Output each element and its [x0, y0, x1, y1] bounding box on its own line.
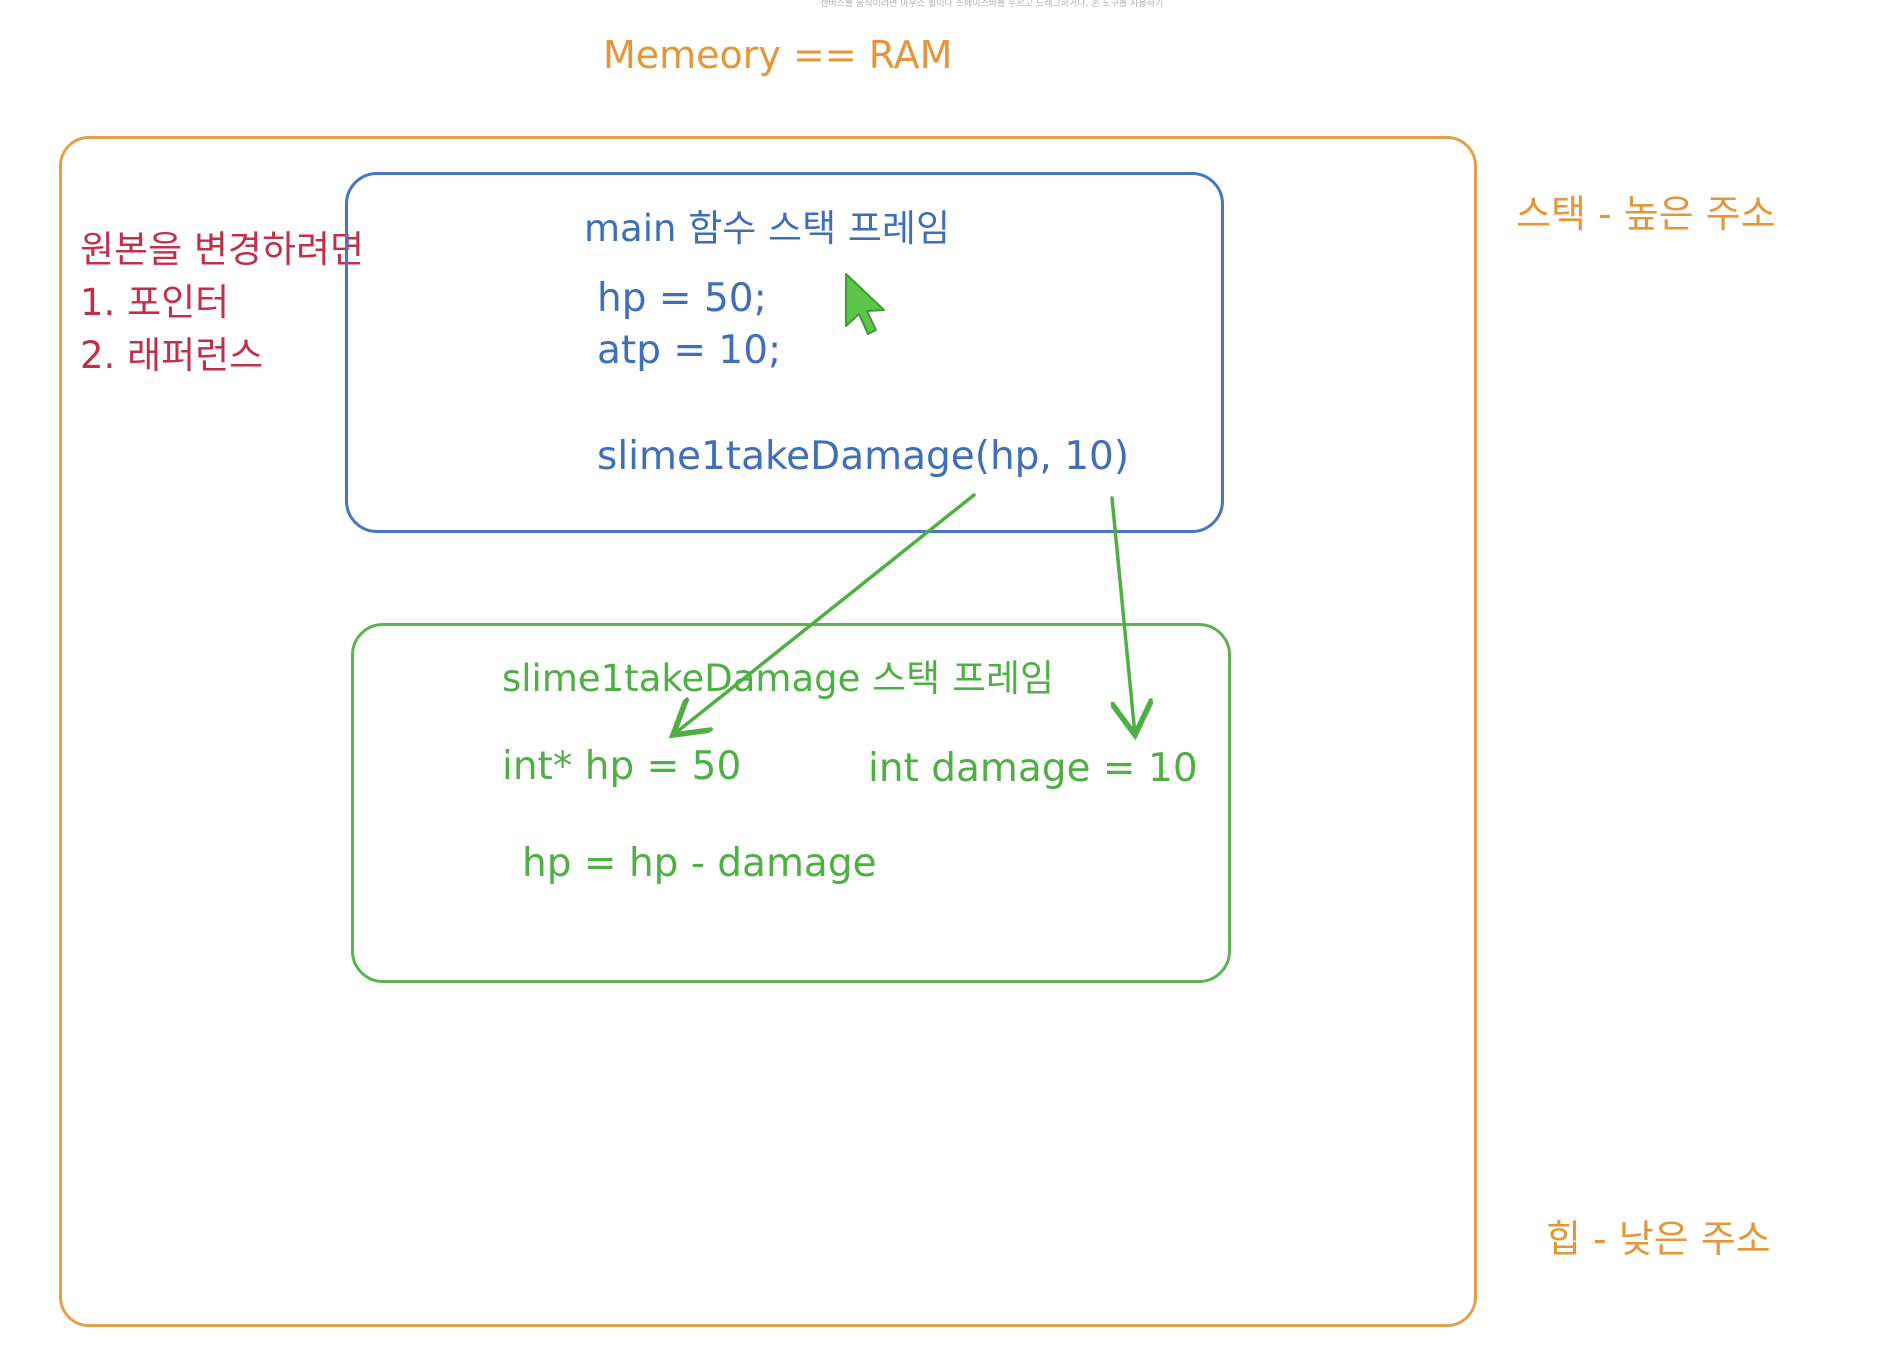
slime-frame-title: slime1takeDamage 스택 프레임 [502, 657, 1055, 700]
note-item-pointer: 1. 포인터 [80, 281, 230, 324]
main-line-call: slime1takeDamage(hp, 10) [597, 434, 1130, 479]
stack-label: 스택 - 높은 주소 [1516, 192, 1776, 236]
note-heading: 원본을 변경하려면 [80, 228, 365, 271]
slime-statement: hp = hp - damage [522, 841, 877, 886]
memory-ram-box [59, 136, 1477, 1327]
main-line-atp: atp = 10; [597, 328, 782, 373]
note-item-reference: 2. 래퍼런스 [80, 334, 264, 377]
note-text: 원본을 변경하려면 1. 포인터 2. 래퍼런스 [80, 223, 364, 382]
main-line-hp: hp = 50; [597, 276, 767, 321]
main-frame-title: main 함수 스택 프레임 [584, 207, 951, 250]
memory-title: Memeory == RAM [603, 33, 953, 77]
slime-param-hp: int* hp = 50 [502, 744, 742, 789]
slime-param-damage: int damage = 10 [868, 746, 1198, 791]
canvas-hint-text: 캔버스를 움직이려면 마우스 휠이나 스페이스바를 누르고 드래그하거나, 손 … [820, 0, 1164, 9]
heap-label: 힙 - 낮은 주소 [1546, 1217, 1771, 1261]
